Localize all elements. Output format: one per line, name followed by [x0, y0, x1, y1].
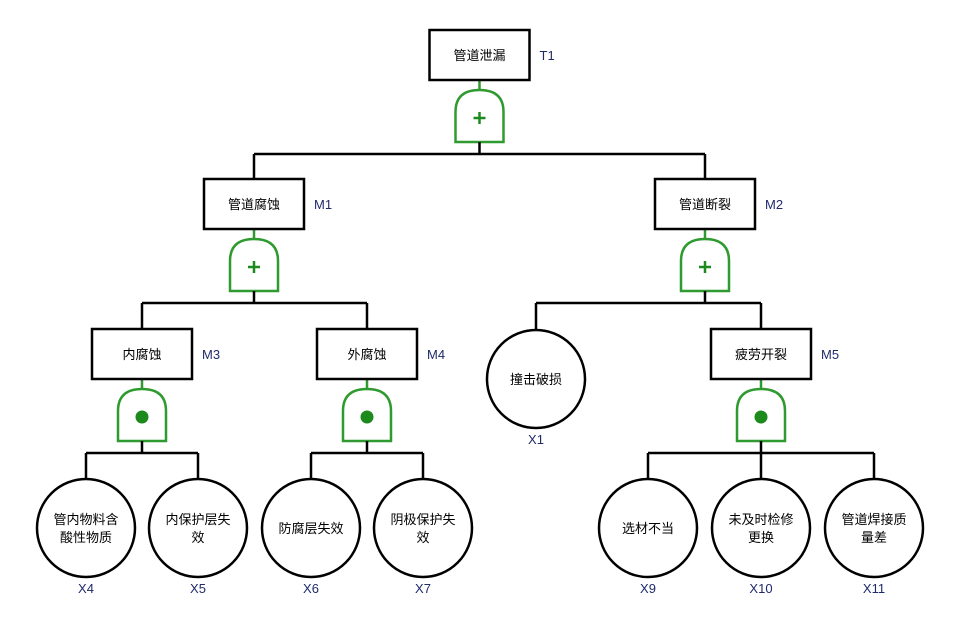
event-box-m3[interactable]: [90, 327, 194, 381]
event-label: 防腐层失效: [278, 521, 343, 537]
event-id: X4: [78, 581, 94, 596]
event-id: X5: [190, 581, 206, 596]
event-label: 更换: [748, 531, 774, 546]
basic-event-x10[interactable]: [710, 477, 812, 579]
event-id: X9: [640, 581, 656, 596]
event-label: 管内物料含: [53, 512, 118, 528]
event-label: 量差: [861, 531, 887, 546]
event-box-t1[interactable]: [428, 28, 531, 82]
event-label: 内腐蚀: [122, 347, 161, 363]
event-id: M3: [202, 347, 220, 362]
and-gate-dot-icon: [360, 410, 374, 424]
event-label: 内保护层失: [165, 512, 230, 528]
basic-event-x1[interactable]: [485, 328, 587, 430]
event-box-m4[interactable]: [315, 327, 419, 381]
basic-event-x9[interactable]: [597, 477, 699, 579]
and-gate-dot-icon: [135, 410, 149, 424]
event-label: 效: [416, 531, 429, 546]
event-box-m2[interactable]: [653, 177, 757, 231]
event-label: 效: [191, 531, 204, 546]
event-id: M5: [821, 347, 839, 362]
event-id: X6: [303, 581, 319, 596]
and-gate-dot-icon: [754, 410, 768, 424]
basic-event-x4[interactable]: [35, 477, 137, 579]
event-label: 管道断裂: [679, 198, 731, 213]
event-label: 未及时检修: [728, 513, 793, 528]
event-box-m5[interactable]: [709, 327, 813, 381]
event-label: 阴极保护失: [390, 513, 455, 528]
event-box-m1[interactable]: [202, 177, 306, 231]
event-id: M2: [765, 197, 783, 212]
event-label: 管道泄漏: [453, 48, 505, 64]
basic-event-x5[interactable]: [147, 477, 249, 579]
event-id: M4: [427, 347, 445, 362]
event-label: 选材不当: [622, 522, 674, 537]
event-id: T1: [540, 48, 555, 63]
event-label: 撞击破损: [510, 373, 562, 388]
event-id: X10: [749, 581, 772, 596]
basic-event-x7[interactable]: [372, 477, 474, 579]
event-id: M1: [314, 197, 332, 212]
event-id: X1: [528, 432, 544, 447]
event-label: 管道焊接质: [841, 512, 906, 528]
event-label: 管道腐蚀: [228, 198, 280, 213]
basic-event-x6[interactable]: [260, 477, 362, 579]
event-id: X11: [863, 581, 885, 596]
event-label: 疲劳开裂: [735, 347, 787, 363]
basic-event-x11[interactable]: [823, 477, 925, 579]
event-id: X7: [415, 581, 431, 596]
event-label: 酸性物质: [60, 531, 112, 546]
event-label: 外腐蚀: [347, 348, 386, 363]
